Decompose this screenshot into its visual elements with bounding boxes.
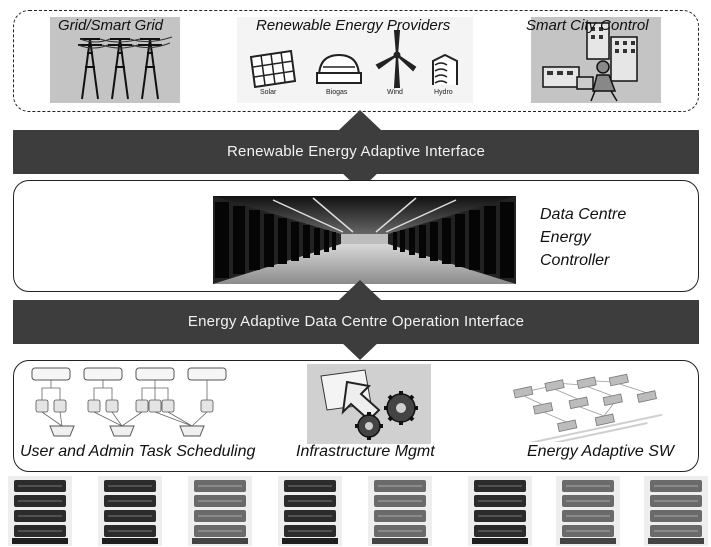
bidirectional-arrow-bottom xyxy=(339,280,381,360)
wind-label: Wind xyxy=(387,89,403,96)
task-scheduling-diagram xyxy=(31,367,227,437)
city-operator-icon xyxy=(542,22,638,102)
server-rack-icon xyxy=(643,475,709,547)
renewable-interface-band: Renewable Energy Adaptive Interface xyxy=(13,130,699,174)
controller-line-1: Data Centre xyxy=(540,206,627,223)
server-rack-icon xyxy=(187,475,253,547)
renewable-panel xyxy=(237,17,473,103)
gears-icon xyxy=(320,369,418,440)
transmission-towers-icon xyxy=(77,36,173,100)
hydro-dam-icon xyxy=(432,53,458,85)
smart-city-label: Smart City Control xyxy=(526,17,649,34)
server-rack-icon xyxy=(467,475,533,547)
energy-sw-label: Energy Adaptive SW xyxy=(527,443,675,460)
solar-panel-icon xyxy=(249,49,297,89)
renewable-label: Renewable Energy Providers xyxy=(256,17,451,34)
infrastructure-label: Infrastructure Mgmt xyxy=(296,443,435,460)
energy-sw-flowchart xyxy=(513,373,663,442)
operation-interface-band: Energy Adaptive Data Centre Operation In… xyxy=(13,300,699,344)
infrastructure-panel xyxy=(307,364,431,444)
server-rack-icon xyxy=(7,475,73,547)
controller-line-2: Energy xyxy=(540,229,591,246)
server-racks-row xyxy=(7,475,709,547)
grid-panel xyxy=(50,17,180,103)
server-rack-icon xyxy=(367,475,433,547)
wind-turbine-icon xyxy=(375,30,417,88)
server-rack-icon xyxy=(555,475,621,547)
smart-city-panel xyxy=(531,17,661,103)
grid-label: Grid/Smart Grid xyxy=(58,17,164,34)
controller-line-3: Controller xyxy=(540,252,610,269)
scheduling-label: User and Admin Task Scheduling xyxy=(20,443,256,460)
biogas-dome-icon xyxy=(316,53,362,84)
data-centre-image xyxy=(213,196,516,284)
server-rack-icon xyxy=(97,475,163,547)
hydro-label: Hydro xyxy=(434,89,453,96)
server-rack-icon xyxy=(277,475,343,547)
solar-label: Solar xyxy=(260,89,277,96)
biogas-label: Biogas xyxy=(326,89,348,96)
